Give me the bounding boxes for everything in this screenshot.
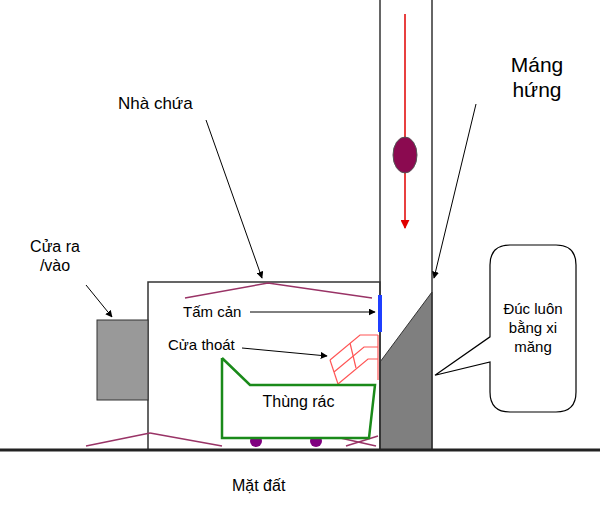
label-text: Tấm cản <box>183 303 241 320</box>
flap-line <box>338 359 378 384</box>
label-text: Nhà chứa <box>118 94 193 113</box>
garbage-bag <box>393 137 417 173</box>
node-text: Đúc luôn bằng xi măng <box>500 300 566 356</box>
exit-flap <box>330 335 378 384</box>
part-label: Cửa ra /vào <box>22 237 88 275</box>
flap-line <box>350 343 356 368</box>
door <box>97 320 148 400</box>
part-label: Cửa thoát <box>168 336 248 354</box>
ground-line <box>0 449 600 452</box>
node-text-holder: Đúc luôn bằng xi măng <box>490 300 576 356</box>
fall-arrow <box>404 14 406 228</box>
node-text-holder: Thùng rác <box>222 358 375 412</box>
bin-shape <box>222 358 375 438</box>
ramp-line <box>150 433 222 446</box>
flap-line <box>377 335 378 380</box>
ramp-line <box>86 433 150 446</box>
baffle-plate <box>378 295 382 332</box>
part-label: Mặt đất <box>232 476 332 495</box>
leader-line <box>250 312 375 313</box>
label-text: Cửa thoát <box>168 336 235 353</box>
cement-block <box>380 292 432 450</box>
node-text: Thùng rác <box>232 392 365 412</box>
leader-line <box>434 104 476 278</box>
leader-line <box>206 120 262 278</box>
trash-bin: Thùng rác <box>222 358 375 438</box>
flap-line <box>330 360 338 384</box>
label-text: Máng hứng <box>511 53 564 101</box>
leader-line <box>86 285 112 317</box>
house-wall <box>148 282 380 450</box>
label-text: Mặt đất <box>232 477 285 494</box>
chute-wall <box>431 0 433 450</box>
part-label: Máng hứng <box>496 52 578 102</box>
part-label: Nhà chứa <box>118 94 218 114</box>
roof-line <box>185 283 372 298</box>
leader-line <box>242 348 327 356</box>
part-label: Tấm cản <box>183 303 253 321</box>
bubble-shape <box>435 245 576 412</box>
label-text: Cửa ra /vào <box>30 238 80 274</box>
speech-bubble: Đúc luôn bằng xi măng <box>490 245 576 412</box>
